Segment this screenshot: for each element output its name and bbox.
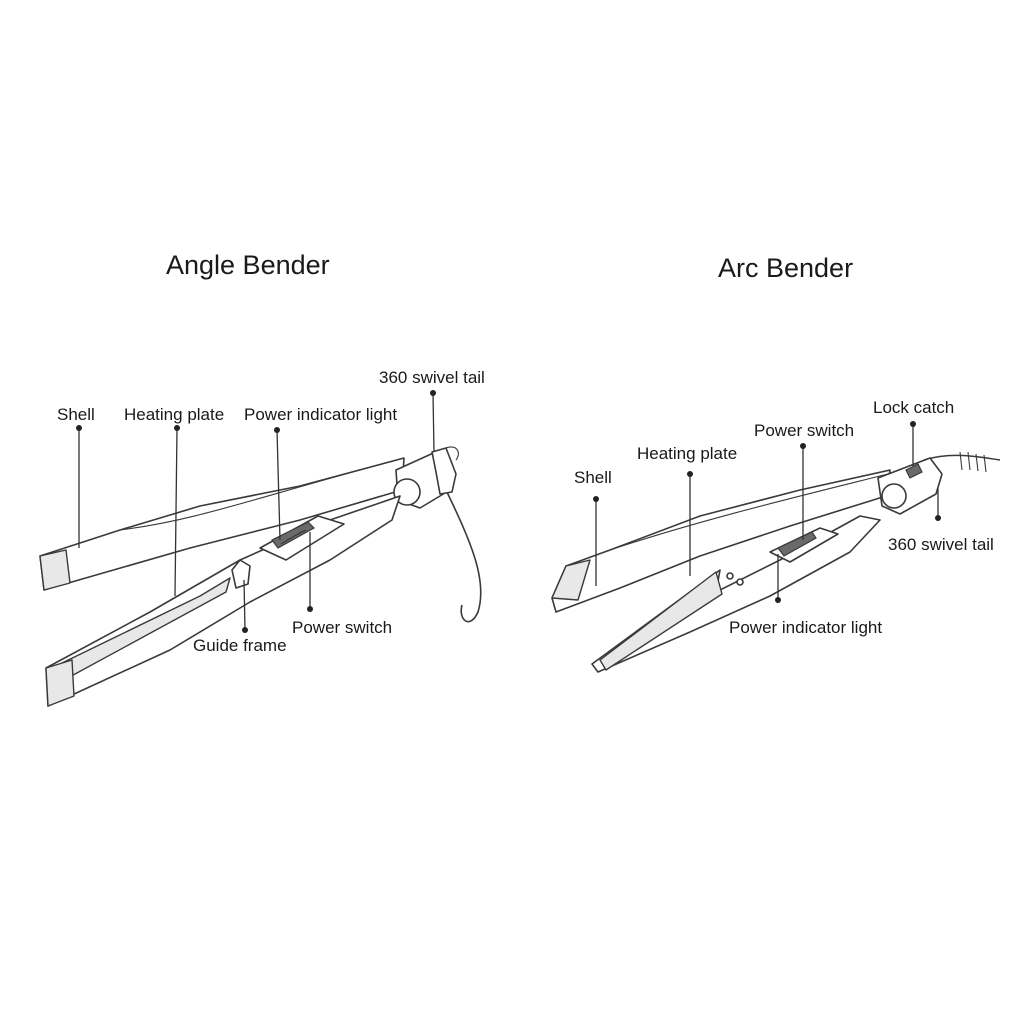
arc-label-shell: Shell [574,468,612,487]
angle-bender-lower-arm [45,495,401,707]
arc-bender-upper-arm-tip [551,559,591,601]
arc-label-swivel-tail: 360 swivel tail [888,535,994,554]
angle-bender-switch-slider [271,521,315,549]
angle-bender-upper-arm-end [39,549,71,591]
angle-label-shell: Shell [57,405,95,424]
angle-bender-lower-arm-end [45,659,75,707]
angle-label-swivel-tail: 360 swivel tail [379,368,485,387]
arc-label-heating-plate: Heating plate [637,444,738,463]
angle-label-power-switch: Power switch [292,618,393,637]
angle-label-guide-frame: Guide frame [193,636,287,655]
arc-bender-title: Arc Bender [718,253,854,283]
arc-label-lock-catch: Lock catch [873,398,955,417]
angle-bender-hinge-knob [393,478,421,506]
angle-bender-illustration [39,446,482,707]
angle-label-heating-plate: Heating plate [124,405,225,424]
arc-bender-cord [923,454,1001,461]
angle-bender-title: Angle Bender [166,250,330,280]
arc-bender-heating-plate [599,571,723,671]
arc-bender-hinge-knob [881,483,907,509]
angle-label-power-indicator-light: Power indicator light [244,405,398,424]
angle-bender-guide-frame [231,559,251,589]
arc-label-power-switch: Power switch [754,421,855,440]
arc-bender-leaders [593,421,941,603]
arc-label-power-indicator-light: Power indicator light [729,618,883,637]
arc-bender-lock-catch [905,463,923,479]
arc-bender-illustration [551,451,1001,673]
angle-bender-leaders [76,390,436,633]
arc-bender-switch-slider [777,531,817,557]
angle-bender-cord [445,489,482,623]
